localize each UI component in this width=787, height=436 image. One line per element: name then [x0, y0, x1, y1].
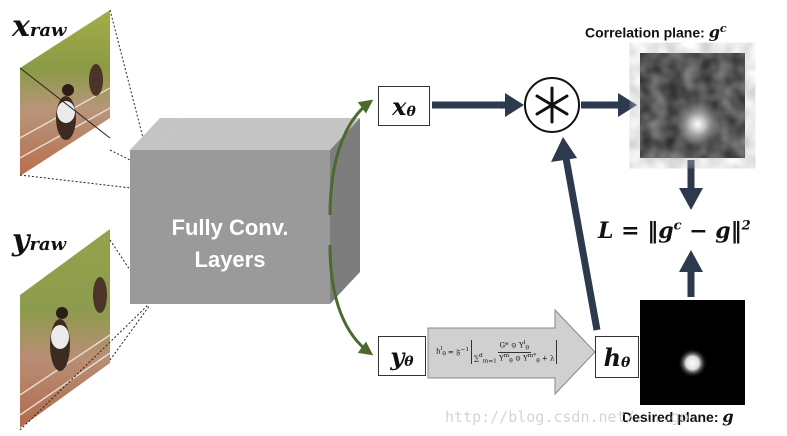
filter-formula: hlθ = 𝔉−1 G* ⊙ Ylθ ∑dm=1 Ymθ ⊙ Ym*θ + λ [436, 340, 558, 365]
y-raw-label: yraw [12, 223, 67, 258]
network-label: Fully Conv. Layers [171, 215, 289, 272]
desired-plane-caption: Desired plane: g [622, 407, 734, 426]
fully-conv-cube [130, 118, 360, 304]
loss-equation: L = ‖gc − g‖2 [598, 218, 751, 244]
x-raw-label: xraw [12, 9, 67, 44]
correlation-plane-caption: Correlation plane: gc [585, 22, 727, 42]
watermark: http://blog.csdn.net/....go [445, 408, 689, 426]
x-raw-frame [19, 10, 111, 176]
green-arrow-y [328, 244, 374, 356]
desired-plane-image [640, 300, 745, 405]
correlation-plane-image [640, 53, 745, 158]
green-arrow-x [328, 99, 374, 216]
y-raw-frame [19, 229, 111, 428]
